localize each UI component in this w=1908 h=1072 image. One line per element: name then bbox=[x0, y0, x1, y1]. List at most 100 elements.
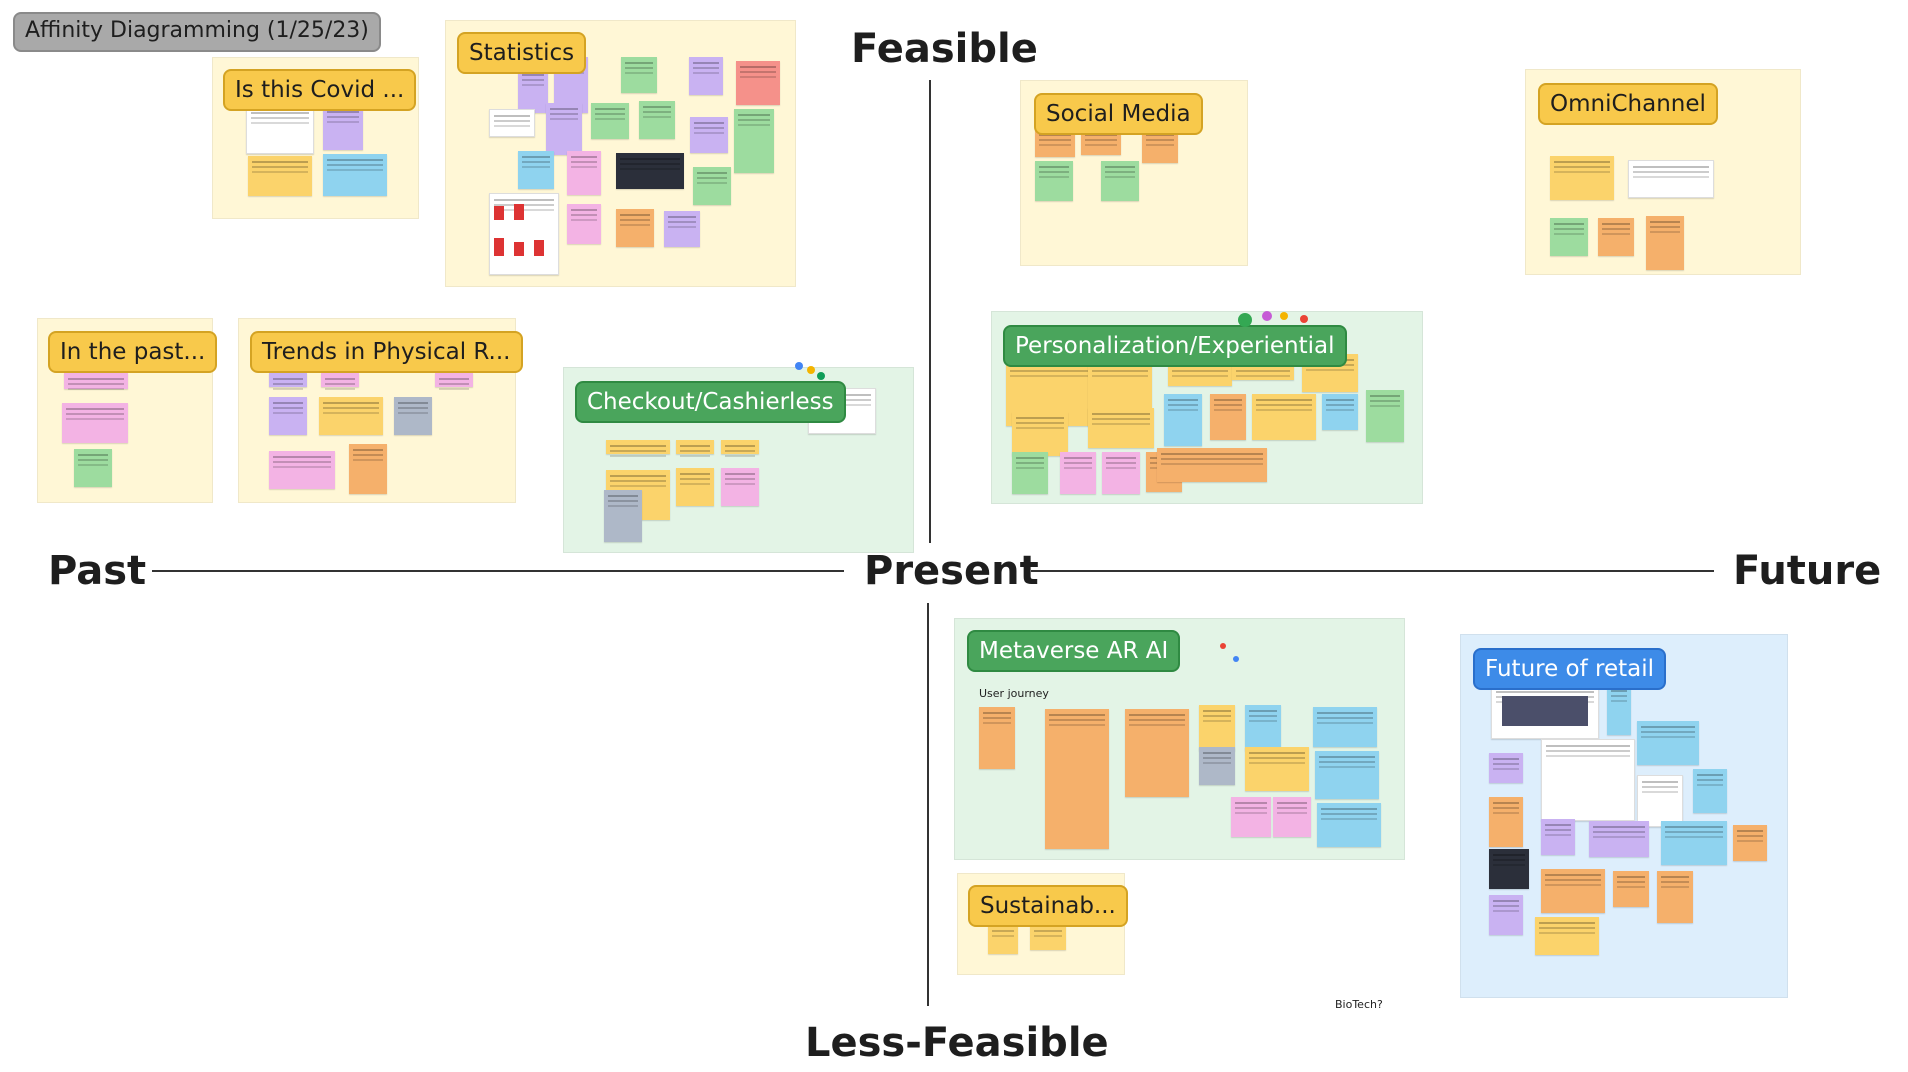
sticky-note[interactable] bbox=[1252, 394, 1316, 440]
sticky-note[interactable] bbox=[1489, 895, 1523, 935]
sticky-note[interactable] bbox=[1637, 721, 1699, 765]
sticky-note[interactable] bbox=[248, 156, 312, 196]
image-thumbnail[interactable] bbox=[616, 153, 684, 189]
section-statistics[interactable] bbox=[445, 20, 796, 287]
sticky-note[interactable] bbox=[1045, 709, 1109, 849]
section-label-covid[interactable]: Is this Covid ... bbox=[223, 69, 417, 111]
sticky-note[interactable] bbox=[1661, 821, 1727, 865]
sticky-note[interactable] bbox=[676, 440, 714, 454]
sticky-note[interactable] bbox=[1210, 394, 1246, 440]
sticky-note[interactable] bbox=[606, 440, 670, 454]
sticky-note[interactable] bbox=[567, 151, 601, 195]
sticky-note[interactable] bbox=[321, 373, 359, 387]
sticky-note[interactable] bbox=[1317, 803, 1381, 847]
sticky-note[interactable] bbox=[1231, 797, 1271, 837]
section-label-metaverse[interactable]: Metaverse AR AI bbox=[967, 630, 1181, 672]
sticky-note[interactable] bbox=[721, 468, 759, 506]
sticky-note[interactable] bbox=[1088, 408, 1154, 448]
sticky-note[interactable] bbox=[604, 490, 642, 542]
chart-thumbnail[interactable] bbox=[489, 109, 535, 137]
sticky-note[interactable] bbox=[1245, 705, 1281, 751]
image-thumbnail[interactable] bbox=[1491, 685, 1599, 739]
sticky-note[interactable] bbox=[734, 109, 774, 173]
image-thumbnail[interactable] bbox=[1637, 775, 1683, 827]
section-label-statistics[interactable]: Statistics bbox=[457, 32, 587, 74]
sticky-note[interactable] bbox=[1366, 390, 1404, 442]
sticky-note[interactable] bbox=[639, 101, 675, 139]
sticky-note[interactable] bbox=[269, 373, 307, 387]
sticky-note[interactable] bbox=[1125, 709, 1189, 797]
sticky-note[interactable] bbox=[1012, 412, 1068, 456]
section-label-past[interactable]: In the past... bbox=[48, 331, 218, 373]
sticky-note[interactable] bbox=[690, 117, 728, 153]
sticky-note[interactable] bbox=[349, 444, 387, 494]
sticky-note[interactable] bbox=[1589, 821, 1649, 857]
sticky-note[interactable] bbox=[1598, 218, 1634, 256]
sticky-note[interactable] bbox=[323, 154, 387, 196]
section-label-omnichannel[interactable]: OmniChannel bbox=[1538, 83, 1718, 125]
sticky-note[interactable] bbox=[1012, 452, 1048, 494]
sticky-note[interactable] bbox=[1541, 869, 1605, 913]
sticky-note[interactable] bbox=[1199, 747, 1235, 785]
sticky-note[interactable] bbox=[621, 57, 657, 93]
sticky-note[interactable] bbox=[1245, 747, 1309, 791]
section-personalization[interactable] bbox=[991, 311, 1423, 504]
section-label-future-retail[interactable]: Future of retail bbox=[1473, 648, 1667, 690]
sticky-note[interactable] bbox=[518, 69, 548, 113]
sticky-note[interactable] bbox=[1273, 797, 1311, 837]
sticky-note[interactable] bbox=[736, 61, 780, 105]
sticky-note[interactable] bbox=[1322, 394, 1358, 430]
sticky-note[interactable] bbox=[269, 397, 307, 435]
sticky-note[interactable] bbox=[1733, 825, 1767, 861]
section-label-social-media[interactable]: Social Media bbox=[1034, 93, 1203, 135]
image-thumbnail[interactable] bbox=[1628, 160, 1714, 198]
sticky-note[interactable] bbox=[1489, 797, 1523, 847]
image-thumbnail[interactable] bbox=[1489, 849, 1529, 889]
sticky-note[interactable] bbox=[1657, 871, 1693, 923]
sticky-note[interactable] bbox=[1550, 218, 1588, 256]
sticky-note[interactable] bbox=[269, 451, 335, 489]
sticky-note[interactable] bbox=[664, 211, 700, 247]
sticky-note[interactable] bbox=[64, 373, 128, 389]
board-title[interactable]: Affinity Diagramming (1/25/23) bbox=[13, 12, 381, 52]
sticky-note[interactable] bbox=[246, 106, 314, 154]
sticky-note[interactable] bbox=[1489, 753, 1523, 783]
sticky-note[interactable] bbox=[1035, 161, 1073, 201]
sticky-note[interactable] bbox=[1535, 917, 1599, 955]
sticky-note[interactable] bbox=[1613, 871, 1649, 907]
sticky-note[interactable] bbox=[435, 373, 473, 387]
sticky-note[interactable] bbox=[1313, 707, 1377, 747]
sticky-note[interactable] bbox=[1693, 769, 1727, 813]
sticky-note[interactable] bbox=[1607, 685, 1631, 735]
sticky-note[interactable] bbox=[616, 209, 654, 247]
sticky-note[interactable] bbox=[591, 103, 629, 139]
sticky-note[interactable] bbox=[62, 403, 128, 443]
free-text-biotech[interactable]: BioTech? bbox=[1335, 998, 1383, 1011]
sticky-note[interactable] bbox=[721, 440, 759, 454]
section-label-sustainability[interactable]: Sustainab... bbox=[968, 885, 1128, 927]
sticky-note[interactable] bbox=[979, 707, 1015, 769]
sticky-note[interactable] bbox=[1164, 394, 1202, 446]
section-future-retail[interactable] bbox=[1460, 634, 1788, 998]
section-label-checkout[interactable]: Checkout/Cashierless bbox=[575, 381, 846, 423]
section-label-trends[interactable]: Trends in Physical R... bbox=[250, 331, 523, 373]
image-thumbnail[interactable] bbox=[1541, 739, 1635, 821]
sticky-note[interactable] bbox=[394, 397, 432, 435]
sticky-note[interactable] bbox=[546, 103, 582, 155]
sticky-note[interactable] bbox=[1550, 156, 1614, 200]
sticky-note[interactable] bbox=[1541, 819, 1575, 855]
sticky-note[interactable] bbox=[1060, 452, 1096, 494]
sticky-note[interactable] bbox=[1102, 452, 1140, 494]
sticky-note[interactable] bbox=[689, 57, 723, 95]
sticky-note[interactable] bbox=[1315, 751, 1379, 799]
section-label-personalization[interactable]: Personalization/Experiential bbox=[1003, 325, 1347, 367]
sticky-note[interactable] bbox=[567, 204, 601, 244]
sticky-note[interactable] bbox=[1101, 161, 1139, 201]
sticky-note[interactable] bbox=[319, 397, 383, 435]
sticky-note[interactable] bbox=[1646, 216, 1684, 270]
sticky-note[interactable] bbox=[1199, 705, 1235, 751]
sticky-note[interactable] bbox=[693, 167, 731, 205]
sticky-note[interactable] bbox=[74, 449, 112, 487]
chart-thumbnail[interactable] bbox=[489, 193, 559, 275]
